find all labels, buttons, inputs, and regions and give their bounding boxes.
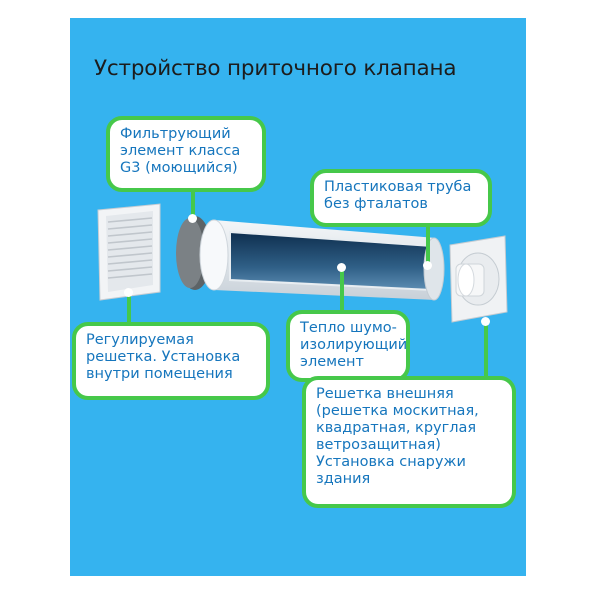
callout-line: здания [316,471,371,487]
callout-line: Пластиковая труба [324,179,472,195]
callout-line: Фильтрующий [120,126,231,142]
connector-dot-grille-outer [481,317,490,326]
inner-grille [97,203,161,301]
pipe [199,219,445,301]
callout-filter: Фильтрующий элемент класса G3 (моющийся) [106,116,266,192]
connector-dot-grille-inner [124,288,133,297]
callout-line: Тепло шумо- [300,320,397,336]
callout-line: изолирующий [300,337,408,353]
connector-dot-filter [188,214,197,223]
callout-line: Решетка внешняя [316,386,454,402]
connector-dot-insulation [337,263,346,272]
outer-grille [449,235,508,323]
callout-line: (решетка москитная, [316,403,479,419]
callout-line: внутри помещения [86,366,233,382]
callout-line: без фталатов [324,196,428,212]
connector-grille-outer [484,322,488,382]
callout-pipe: Пластиковая труба без фталатов [310,169,492,227]
callout-line: элемент класса [120,143,241,159]
connector-filter [191,184,195,218]
callout-line: решетка. Установка [86,349,241,365]
connector-pipe [426,224,430,264]
callout-line: элемент [300,354,364,370]
connector-dot-pipe [423,261,432,270]
callout-line: G3 (моющийся) [120,160,238,176]
callout-line: Установка снаружи [316,454,466,470]
callout-line: Регулируемая [86,332,194,348]
callout-insulation: Тепло шумо- изолирующий элемент [286,310,410,382]
page-title: Устройство приточного клапана [94,56,457,81]
connector-grille-inner [127,293,131,327]
callout-grille-outer: Решетка внешняя (решетка москитная, квад… [302,376,516,508]
callout-line: квадратная, круглая [316,420,477,436]
connector-insulation [340,268,344,316]
callout-grille-inner: Регулируемая решетка. Установка внутри п… [72,322,270,400]
callout-line: ветрозащитная) [316,437,441,453]
